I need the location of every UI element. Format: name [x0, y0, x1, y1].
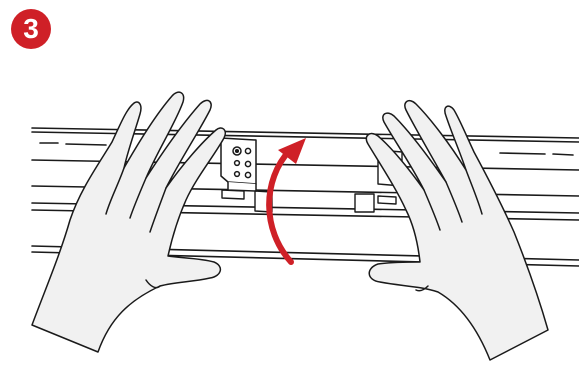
rotate-up-arrow-icon — [266, 138, 306, 265]
rail-bracket-icon — [220, 137, 257, 192]
step-number-badge: 3 — [11, 9, 51, 49]
left-hand-icon — [31, 91, 227, 353]
rail-slots — [39, 142, 574, 156]
right-hand-icon — [365, 99, 549, 361]
